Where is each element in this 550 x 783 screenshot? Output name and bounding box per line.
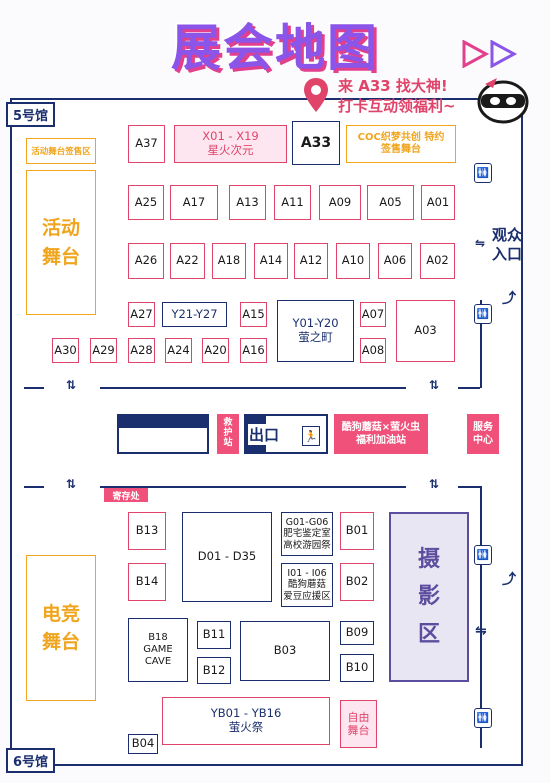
- mascot-ninja-icon: [477, 78, 529, 124]
- audience-entry[interactable]: 观众 入口: [492, 226, 523, 263]
- booth-a20[interactable]: A20: [202, 338, 229, 363]
- booth-a28[interactable]: A28: [128, 338, 155, 363]
- booth-a01[interactable]: A01: [421, 185, 455, 220]
- aisle-line: [458, 486, 480, 488]
- play-triangle-icon: [462, 40, 518, 68]
- booth-a03[interactable]: A03: [396, 300, 455, 362]
- booth-a14[interactable]: A14: [254, 243, 288, 279]
- booth-b13[interactable]: B13: [128, 512, 166, 550]
- booth-x01-x19[interactable]: X01 - X19 星火次元: [174, 125, 287, 163]
- restroom-icon: 🚻: [474, 304, 492, 324]
- bidirectional-arrow-icon: ⇋: [475, 236, 486, 250]
- booth-b14[interactable]: B14: [128, 563, 166, 601]
- booth-g01-g06[interactable]: G01-G06 肥宅鉴定室 高校游园祭: [281, 512, 333, 556]
- booth-b04[interactable]: B04: [128, 734, 158, 754]
- booth-a05[interactable]: A05: [367, 185, 414, 220]
- booth-y21-y27[interactable]: Y21-Y27: [162, 302, 227, 327]
- restroom-icon: 🚻: [474, 708, 492, 728]
- location-pin-icon: [304, 78, 328, 112]
- booth-b18-game-cave[interactable]: B18 GAME CAVE: [128, 618, 188, 682]
- booth-a30[interactable]: A30: [52, 338, 79, 363]
- booth-a33[interactable]: A33: [292, 121, 340, 165]
- bidirectional-arrow-icon: ⇅: [429, 477, 440, 491]
- aisle-line: [458, 387, 480, 389]
- booth-b01[interactable]: B01: [340, 512, 374, 550]
- page-title: 展会地图: [171, 19, 379, 77]
- booth-a26[interactable]: A26: [128, 243, 164, 279]
- booth-a02[interactable]: A02: [420, 243, 455, 279]
- booth-yb01-yb16[interactable]: YB01 - YB16 萤火祭: [162, 697, 330, 745]
- exit-label: 出口: [248, 424, 281, 445]
- aisle-line: [480, 486, 482, 748]
- booth-b10[interactable]: B10: [340, 654, 374, 682]
- bidirectional-arrow-icon: ⇅: [429, 378, 440, 392]
- storage-area[interactable]: 寄存处: [104, 488, 148, 502]
- photo-area: 摄 影 区: [389, 512, 469, 682]
- supply-station[interactable]: 酷狗蘑菇×萤火虫 福利加油站: [334, 414, 428, 454]
- booth-a16[interactable]: A16: [240, 338, 267, 363]
- restroom-icon: 🚻: [474, 545, 492, 565]
- booth-a15[interactable]: A15: [240, 302, 267, 327]
- booth-a11[interactable]: A11: [274, 185, 311, 220]
- booth-a06[interactable]: A06: [378, 243, 412, 279]
- booth-a13[interactable]: A13: [229, 185, 266, 220]
- first-aid-station[interactable]: 救 护 站: [217, 414, 239, 454]
- booth-a08[interactable]: A08: [360, 338, 386, 363]
- booth-a25[interactable]: A25: [128, 185, 164, 220]
- aisle-line: [100, 387, 406, 389]
- booth-b02[interactable]: B02: [340, 563, 374, 601]
- booth-a09[interactable]: A09: [319, 185, 361, 220]
- bidirectional-arrow-icon: ⇅: [66, 477, 77, 491]
- booth-b11[interactable]: B11: [197, 621, 231, 649]
- bidirectional-arrow-icon: ⇅: [66, 378, 77, 392]
- booth-b12[interactable]: B12: [197, 657, 231, 684]
- bidirectional-arrow-icon: ⇋: [475, 623, 487, 639]
- booth-a10[interactable]: A10: [336, 243, 370, 279]
- booth-d01-d35[interactable]: D01 - D35: [182, 512, 272, 602]
- booth-a12[interactable]: A12: [294, 243, 328, 279]
- booth-a07[interactable]: A07: [360, 302, 386, 327]
- callout-text: 来 A33 找大神! 打卡互动领福利~: [338, 76, 456, 117]
- booth-y01-y20[interactable]: Y01-Y20 萤之町: [277, 300, 354, 362]
- callout-line2: 打卡互动领福利~: [338, 97, 456, 116]
- booth-a27[interactable]: A27: [128, 302, 155, 327]
- blank-booth: [117, 414, 209, 454]
- free-stage: 自由 舞台: [340, 700, 377, 748]
- aisle-line: [24, 486, 44, 488]
- aisle-line: [480, 300, 482, 388]
- callout-line1: 来 A33 找大神!: [338, 77, 448, 95]
- booth-b09[interactable]: B09: [340, 621, 374, 645]
- escalator-icon: ⤴: [502, 572, 516, 588]
- booth-a29[interactable]: A29: [90, 338, 117, 363]
- esports-stage: 电竞 舞台: [26, 555, 96, 701]
- exit-running-man-icon: 🏃: [302, 426, 320, 446]
- booth-a17[interactable]: A17: [170, 185, 218, 220]
- hall-5-label: 5号馆: [6, 102, 56, 127]
- booth-b03[interactable]: B03: [240, 621, 330, 681]
- booth-a37[interactable]: A37: [128, 125, 165, 163]
- exit-block[interactable]: 出口 🏃: [244, 414, 328, 454]
- aisle-line: [24, 387, 44, 389]
- escalator-icon: ⤴: [502, 291, 516, 307]
- restroom-icon: 🚻: [474, 163, 492, 183]
- aisle-line: [100, 486, 406, 488]
- coc-stage: COC织梦共创 特约 签售舞台: [346, 125, 456, 163]
- activity-sign-area: 活动舞台签售区: [26, 138, 96, 164]
- service-center[interactable]: 服务 中心: [467, 414, 499, 454]
- booth-i01-i06[interactable]: I01 - I06 酷狗蘑菇 爱豆应援区: [281, 563, 333, 607]
- booth-a24[interactable]: A24: [165, 338, 192, 363]
- activity-stage: 活动 舞台: [26, 170, 96, 315]
- booth-a22[interactable]: A22: [170, 243, 205, 279]
- hall-6-label: 6号馆: [6, 748, 56, 773]
- booth-a18[interactable]: A18: [212, 243, 246, 279]
